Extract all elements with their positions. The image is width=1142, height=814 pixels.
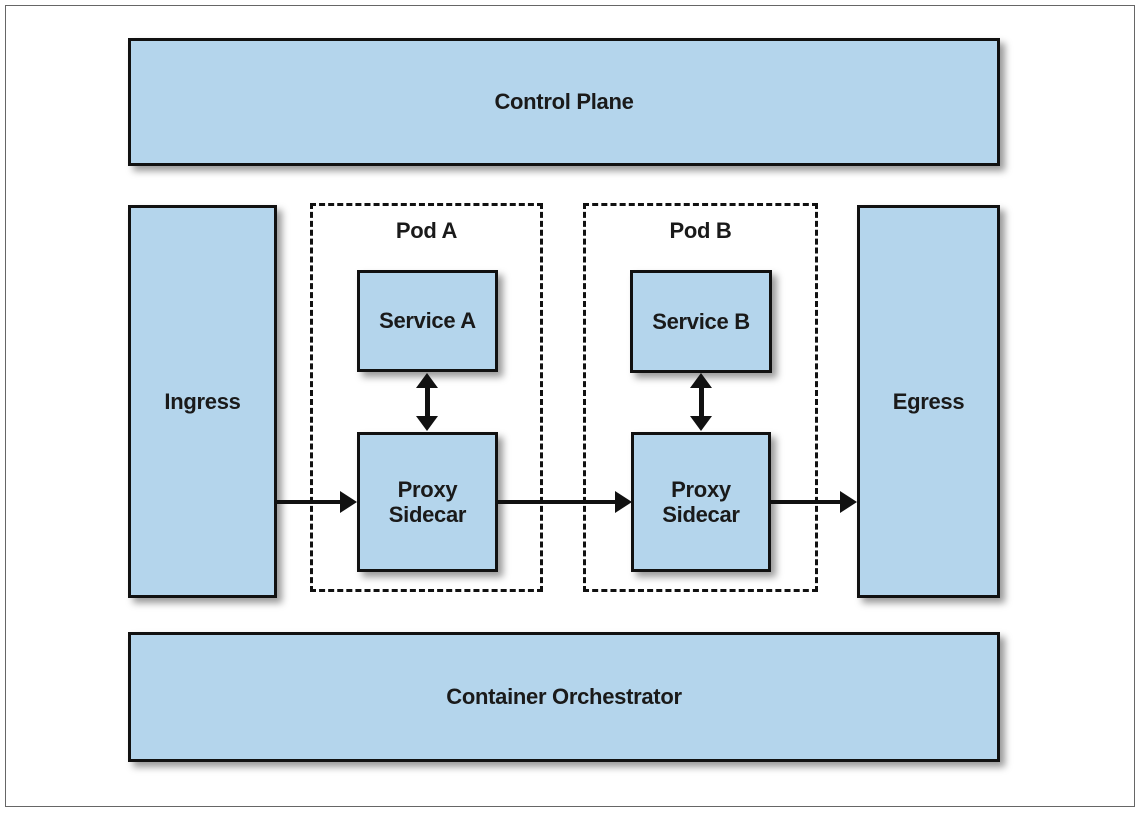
- container-orchestrator-box: Container Orchestrator: [128, 632, 1000, 762]
- control-plane-box: Control Plane: [128, 38, 1000, 166]
- service-b-label: Service B: [652, 308, 750, 334]
- service-a-box: Service A: [357, 270, 498, 372]
- arrow-head-right-icon: [615, 491, 632, 513]
- ingress-box: Ingress: [128, 205, 277, 598]
- arrow-head-up-icon: [416, 373, 438, 388]
- arrow-head-down-icon: [416, 416, 438, 431]
- arrow-shaft: [425, 385, 430, 419]
- pod-b-label: Pod B: [669, 218, 732, 243]
- proxy-sidecar-b-label: Proxy Sidecar: [662, 476, 740, 527]
- service-a-label: Service A: [379, 308, 476, 334]
- control-plane-label: Control Plane: [494, 89, 634, 115]
- arrow-head-up-icon: [690, 373, 712, 388]
- arrow-shaft: [699, 385, 704, 419]
- pod-a-label: Pod A: [395, 218, 458, 243]
- egress-box: Egress: [857, 205, 1000, 598]
- arrow-shaft: [277, 500, 342, 504]
- arrow-head-right-icon: [840, 491, 857, 513]
- container-orchestrator-label: Container Orchestrator: [446, 684, 682, 710]
- pod-b-box: Pod B: [583, 203, 818, 592]
- arrow-head-down-icon: [690, 416, 712, 431]
- proxy-sidecar-b-box: Proxy Sidecar: [631, 432, 771, 572]
- egress-label: Egress: [892, 388, 965, 414]
- pod-a-box: Pod A: [310, 203, 543, 592]
- diagram-frame: [5, 5, 1135, 807]
- ingress-label: Ingress: [164, 388, 241, 414]
- proxy-sidecar-a-label: Proxy Sidecar: [388, 476, 467, 527]
- service-b-box: Service B: [630, 270, 772, 373]
- arrow-shaft: [770, 500, 842, 504]
- arrow-shaft: [498, 500, 617, 504]
- proxy-sidecar-a-box: Proxy Sidecar: [357, 432, 498, 572]
- arrow-head-right-icon: [340, 491, 357, 513]
